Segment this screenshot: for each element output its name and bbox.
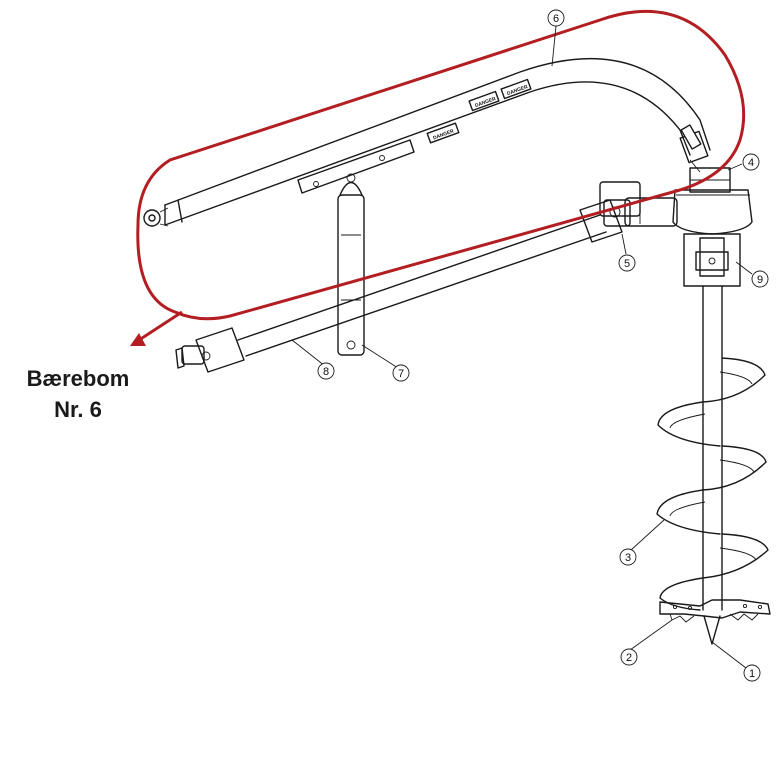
svg-text:6: 6	[553, 13, 559, 25]
arrow-head-icon	[130, 333, 146, 346]
danger-decal-3: DANGER	[426, 122, 460, 144]
danger-decal-1: DANGER	[468, 90, 500, 112]
svg-text:8: 8	[323, 366, 329, 378]
svg-text:3: 3	[625, 552, 631, 564]
auger-hub	[683, 233, 741, 287]
danger-decal-4	[680, 124, 702, 150]
svg-text:1: 1	[749, 668, 755, 680]
hanger-bracket	[337, 173, 365, 356]
callout-5: 5	[618, 254, 636, 272]
auger-flighting	[656, 285, 769, 611]
danger-decal-2: DANGER	[500, 78, 532, 100]
driveshaft	[175, 199, 631, 373]
svg-text:2: 2	[626, 652, 632, 664]
boom-highlight	[130, 9, 746, 346]
callout-6: 6	[547, 9, 565, 27]
svg-text:7: 7	[398, 368, 404, 380]
callout-1: 1	[743, 664, 761, 682]
boom-arm	[143, 57, 711, 227]
leader-lines	[291, 25, 753, 669]
callout-9: 9	[751, 270, 769, 288]
callout-4: 4	[742, 153, 760, 171]
boom-caption: Bærebom Nr. 6	[8, 363, 148, 425]
caption-line-1: Bærebom	[26, 366, 130, 391]
cutting-head	[659, 599, 771, 645]
caption-line-2: Nr. 6	[54, 397, 102, 422]
callout-3: 3	[619, 548, 637, 566]
callout-7: 7	[392, 364, 410, 382]
callout-8: 8	[317, 362, 335, 380]
gearbox	[599, 167, 753, 235]
callout-2: 2	[620, 648, 638, 666]
svg-text:4: 4	[748, 157, 754, 169]
svg-text:9: 9	[757, 274, 763, 286]
svg-text:5: 5	[624, 258, 630, 270]
